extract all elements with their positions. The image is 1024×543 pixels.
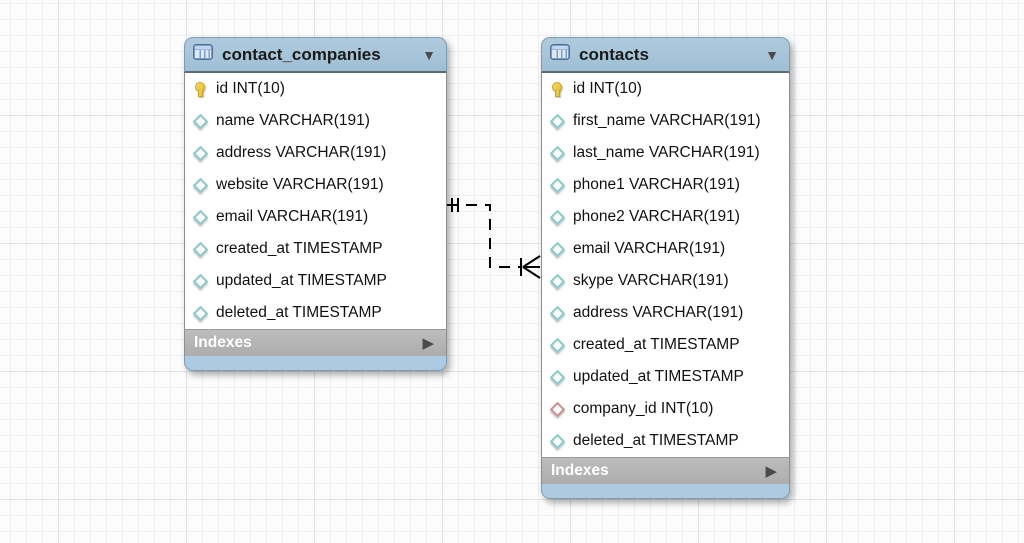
column-definition: created_at TIMESTAMP (216, 240, 383, 257)
column-icon (550, 370, 564, 384)
table-columns-list: id INT(10) first_name VARCHAR(191) last_na… (541, 73, 790, 457)
collapse-arrow-icon[interactable]: ▼ (765, 46, 779, 63)
column-icon (193, 114, 207, 128)
table-column-row[interactable]: address VARCHAR(191) (185, 137, 446, 169)
table-column-row[interactable]: company_id INT(10) (542, 393, 789, 425)
column-icon (550, 146, 564, 160)
table-title: contact_companies (222, 44, 381, 64)
table-figure-contacts[interactable]: contacts ▼ id INT(10) first_name VARCHAR(… (541, 37, 790, 499)
column-definition: id INT(10) (216, 80, 285, 97)
table-column-row[interactable]: first_name VARCHAR(191) (542, 105, 789, 137)
table-column-row[interactable]: phone1 VARCHAR(191) (542, 169, 789, 201)
column-icon (550, 242, 564, 256)
column-definition: deleted_at TIMESTAMP (573, 432, 739, 449)
column-definition: name VARCHAR(191) (216, 112, 370, 129)
column-icon (550, 210, 564, 224)
column-definition: updated_at TIMESTAMP (216, 272, 387, 289)
table-figure-contact-companies[interactable]: contact_companies ▼ id INT(10) name VARCH… (184, 37, 447, 371)
table-bottom-strip (541, 484, 790, 499)
column-icon (550, 306, 564, 320)
table-column-row[interactable]: email VARCHAR(191) (185, 201, 446, 233)
table-column-row[interactable]: email VARCHAR(191) (542, 233, 789, 265)
table-bottom-strip (184, 356, 447, 371)
many-cardinality-marks (520, 255, 541, 279)
table-title: contacts (579, 44, 649, 64)
column-icon (550, 274, 564, 288)
primary-key-icon (550, 82, 564, 97)
primary-key-icon (193, 82, 207, 97)
column-icon (193, 178, 207, 192)
indexes-label: Indexes (551, 462, 609, 479)
column-definition: website VARCHAR(191) (216, 176, 384, 193)
table-column-row[interactable]: website VARCHAR(191) (185, 169, 446, 201)
column-definition: address VARCHAR(191) (216, 144, 387, 161)
table-column-row[interactable]: created_at TIMESTAMP (185, 233, 446, 265)
table-column-row[interactable]: created_at TIMESTAMP (542, 329, 789, 361)
table-column-row[interactable]: updated_at TIMESTAMP (185, 265, 446, 297)
table-icon (550, 44, 570, 65)
column-icon (193, 274, 207, 288)
column-definition: updated_at TIMESTAMP (573, 368, 744, 385)
column-definition: phone1 VARCHAR(191) (573, 176, 740, 193)
column-icon (193, 242, 207, 256)
expand-arrow-icon[interactable]: ▶ (765, 462, 777, 480)
table-column-row[interactable]: phone2 VARCHAR(191) (542, 201, 789, 233)
table-column-row[interactable]: deleted_at TIMESTAMP (185, 297, 446, 329)
column-icon (193, 146, 207, 160)
column-definition: deleted_at TIMESTAMP (216, 304, 382, 321)
foreign-key-icon (550, 402, 564, 416)
table-column-row[interactable]: last_name VARCHAR(191) (542, 137, 789, 169)
column-definition: first_name VARCHAR(191) (573, 112, 761, 129)
table-header[interactable]: contacts ▼ (541, 37, 790, 73)
table-column-row[interactable]: deleted_at TIMESTAMP (542, 425, 789, 457)
column-definition: company_id INT(10) (573, 400, 714, 417)
one-cardinality-marks (451, 198, 459, 212)
indexes-label: Indexes (194, 334, 252, 351)
table-columns-list: id INT(10) name VARCHAR(191) address VARCH… (184, 73, 447, 329)
column-definition: address VARCHAR(191) (573, 304, 744, 321)
collapse-arrow-icon[interactable]: ▼ (422, 46, 436, 63)
table-header[interactable]: contact_companies ▼ (184, 37, 447, 73)
expand-arrow-icon[interactable]: ▶ (422, 334, 434, 352)
column-icon (550, 338, 564, 352)
column-definition: email VARCHAR(191) (573, 240, 726, 257)
column-definition: phone2 VARCHAR(191) (573, 208, 740, 225)
relationship-line[interactable] (447, 204, 520, 268)
table-column-row[interactable]: id INT(10) (542, 73, 789, 105)
column-icon (550, 114, 564, 128)
table-column-row[interactable]: skype VARCHAR(191) (542, 265, 789, 297)
column-icon (193, 306, 207, 320)
column-definition: skype VARCHAR(191) (573, 272, 729, 289)
column-definition: created_at TIMESTAMP (573, 336, 740, 353)
table-column-row[interactable]: updated_at TIMESTAMP (542, 361, 789, 393)
column-definition: email VARCHAR(191) (216, 208, 369, 225)
column-icon (550, 434, 564, 448)
table-column-row[interactable]: name VARCHAR(191) (185, 105, 446, 137)
column-icon (550, 178, 564, 192)
indexes-bar[interactable]: Indexes ▶ (541, 457, 790, 484)
table-column-row[interactable]: address VARCHAR(191) (542, 297, 789, 329)
column-definition: last_name VARCHAR(191) (573, 144, 760, 161)
table-icon (193, 44, 213, 65)
table-column-row[interactable]: id INT(10) (185, 73, 446, 105)
column-definition: id INT(10) (573, 80, 642, 97)
indexes-bar[interactable]: Indexes ▶ (184, 329, 447, 356)
column-icon (193, 210, 207, 224)
